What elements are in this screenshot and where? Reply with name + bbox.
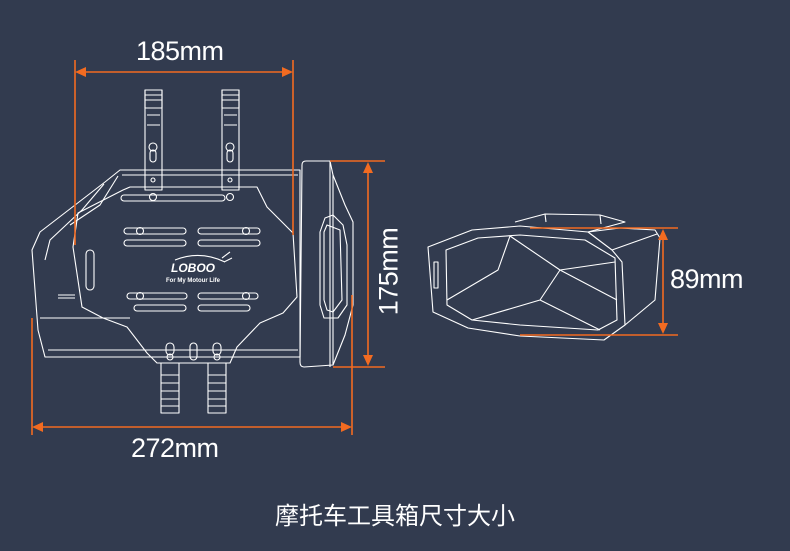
dimension-opening-height: 89mm xyxy=(670,264,744,294)
dimension-total-length: 272mm xyxy=(131,433,219,463)
toolbox-side-view: LOBOO For My Motour Life xyxy=(31,89,354,414)
slot xyxy=(85,249,95,291)
dimension-lines xyxy=(31,60,678,435)
caption: 摩托车工具箱尺寸大小 xyxy=(275,502,515,530)
front-frame xyxy=(427,225,626,341)
dimension-top-width: 185mm xyxy=(136,36,224,66)
top-straps xyxy=(144,89,240,191)
bottom-straps xyxy=(160,362,227,414)
end-cap xyxy=(299,160,354,368)
body-outline xyxy=(31,169,301,358)
logo-tagline: For My Motour Life xyxy=(166,278,221,284)
dimension-height: 175mm xyxy=(373,227,404,316)
slots xyxy=(120,192,261,361)
logo: LOBOO xyxy=(171,261,216,275)
mounting-plate xyxy=(72,186,298,364)
toolbox-perspective-view xyxy=(427,213,661,341)
